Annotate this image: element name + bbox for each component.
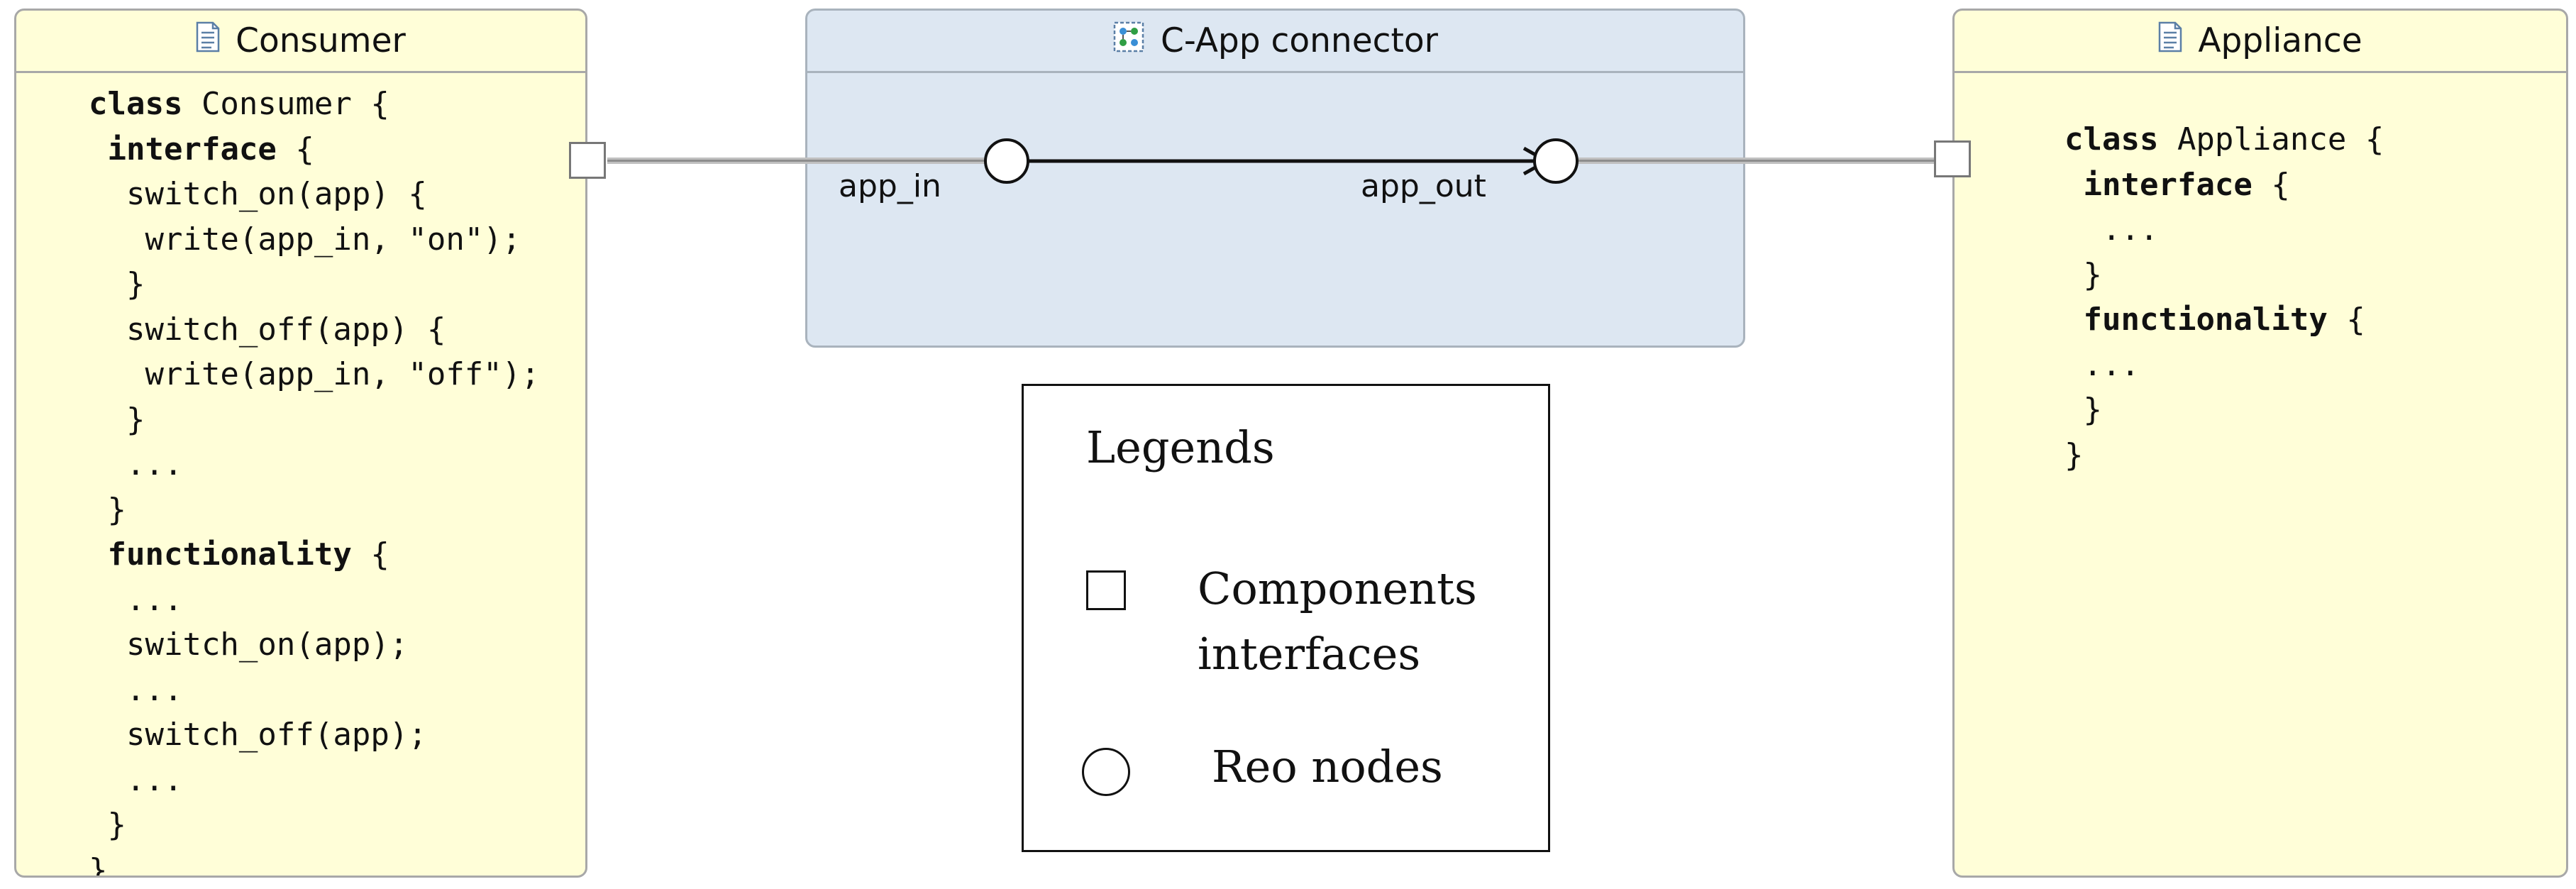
connector-icon [1112, 21, 1145, 62]
code-line: } [89, 807, 126, 843]
code-line: } [89, 401, 145, 438]
consumer-box[interactable]: Consumer class Consumer { interface { sw… [14, 9, 587, 878]
code-line: } [2064, 256, 2102, 293]
wire-app-out-to-appliance [1579, 158, 1952, 164]
code-line: } [89, 851, 108, 878]
app-out-label: app_out [1361, 168, 1486, 204]
document-icon [196, 21, 220, 61]
appliance-title: Appliance [2198, 21, 2362, 60]
connector-box[interactable]: C-App connector [805, 9, 1745, 348]
code-line: ... [89, 581, 183, 618]
code-line: ... [2064, 211, 2159, 248]
consumer-interface[interactable] [569, 142, 606, 179]
code-line: functionality { [107, 536, 389, 573]
wire-consumer-to-app-in [607, 158, 988, 164]
code-line: interface { [107, 131, 314, 167]
legend-nodes-label: Reo nodes [1212, 741, 1443, 793]
code-line: ... [89, 671, 183, 708]
appliance-header: Appliance [1955, 11, 2566, 73]
code-line: } [89, 491, 126, 528]
appliance-box[interactable]: Appliance class Appliance { interface { … [1952, 9, 2568, 878]
legend-box: Legends Components interfaces Reo nodes [1022, 384, 1550, 852]
code-line: ... [89, 446, 183, 482]
consumer-title: Consumer [236, 21, 406, 60]
code-line: write(app_in, "off"); [89, 356, 540, 392]
code-line: switch_on(app); [89, 626, 409, 663]
connector-header: C-App connector [807, 11, 1743, 73]
code-line: class Consumer { [89, 86, 389, 122]
legend-square-icon [1086, 570, 1126, 610]
app-in-node[interactable] [984, 138, 1029, 184]
code-line: } [2064, 436, 2084, 473]
appliance-interface[interactable] [1934, 140, 1971, 177]
code-line: functionality { [2083, 302, 2365, 338]
code-line: class Appliance { [2064, 121, 2384, 158]
code-line: switch_off(app) { [89, 311, 446, 348]
consumer-code: class Consumer { interface { switch_on(a… [89, 82, 540, 878]
appliance-code: class Appliance { interface { ... } func… [2064, 117, 2384, 477]
code-line: interface { [2083, 166, 2290, 203]
code-line: } [2064, 392, 2102, 428]
app-out-node[interactable] [1533, 138, 1579, 184]
consumer-header: Consumer [16, 11, 585, 73]
code-line: switch_on(app) { [89, 176, 427, 212]
document-icon [2158, 21, 2182, 61]
connector-title: C-App connector [1161, 21, 1438, 60]
app-in-label: app_in [839, 168, 941, 204]
code-line: ... [89, 761, 183, 798]
legend-interfaces-label: Components interfaces [1198, 563, 1477, 680]
code-line: switch_off(app); [89, 717, 427, 753]
code-line: write(app_in, "on"); [89, 221, 521, 258]
legend-circle-icon [1082, 748, 1130, 796]
code-line: ... [2064, 346, 2140, 383]
code-line: } [89, 266, 145, 302]
legend-title: Legends [1086, 421, 1275, 473]
